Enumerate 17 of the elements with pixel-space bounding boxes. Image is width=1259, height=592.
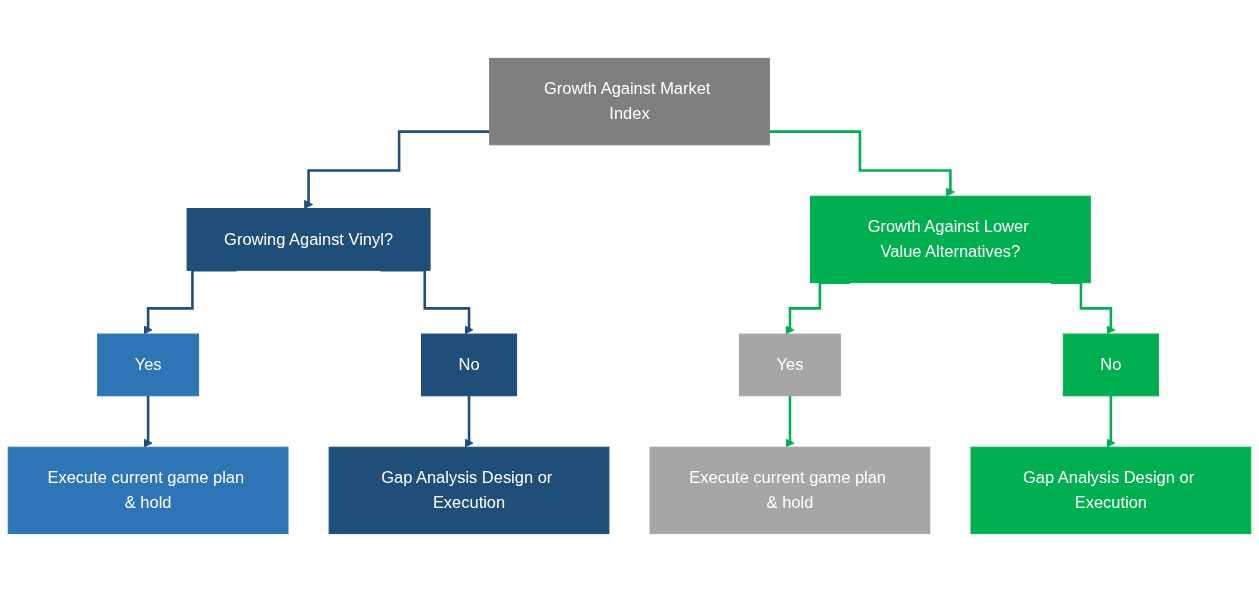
node-box: Growth Against Market Index bbox=[489, 57, 770, 146]
arrow bbox=[1106, 394, 1116, 448]
arrow bbox=[785, 394, 795, 448]
node-box: Growing Against Vinyl? bbox=[186, 208, 431, 271]
node-box: Gap Analysis Design or Execution bbox=[328, 446, 610, 535]
node-box: Execute current game plan & hold bbox=[649, 446, 931, 535]
node-box: Yes bbox=[739, 333, 841, 397]
node-box: No bbox=[420, 333, 518, 397]
arrow bbox=[304, 130, 490, 209]
arrow bbox=[464, 394, 474, 448]
node-box: Gap Analysis Design or Execution bbox=[970, 446, 1252, 535]
node-box: No bbox=[1062, 333, 1159, 397]
node-box: Yes bbox=[97, 333, 200, 397]
node-box: Growth Against Lower Value Alternatives? bbox=[810, 195, 1091, 284]
arrow bbox=[143, 394, 153, 448]
arrow bbox=[769, 130, 955, 197]
node-box: Execute current game plan & hold bbox=[7, 446, 289, 535]
